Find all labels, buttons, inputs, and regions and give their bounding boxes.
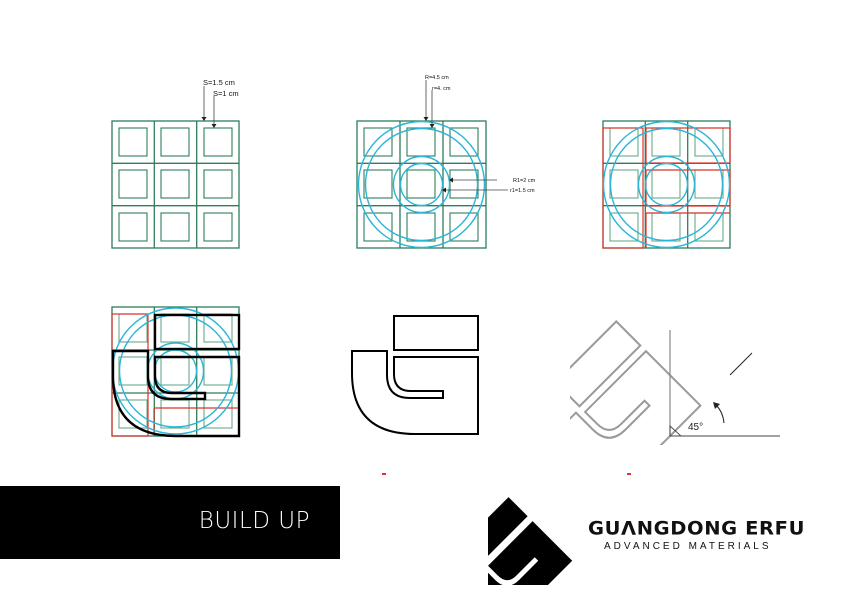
panel-red-guides bbox=[602, 120, 731, 249]
panel-circles: R=4.5 cm r=4. cm R1=2 cm r1=1.5 cm bbox=[356, 75, 536, 249]
brand-logo-icon bbox=[488, 497, 573, 585]
crop-mark-left bbox=[382, 473, 386, 475]
annotation-r1-inner: r1=1.5 cm bbox=[510, 188, 535, 194]
annotation-r-inner: r=4. cm bbox=[432, 86, 451, 92]
panel-final-outline bbox=[351, 315, 479, 435]
annotation-s-inner: S=1 cm bbox=[213, 89, 239, 98]
build-up-banner: BUILD UP bbox=[0, 486, 340, 559]
panel-rotation-45: 45° bbox=[570, 320, 780, 445]
panel-outline-overlay bbox=[111, 306, 241, 438]
annotation-s-outer: S=1.5 cm bbox=[203, 78, 235, 87]
panel-square-grid: S=1.5 cm S=1 cm bbox=[111, 78, 240, 249]
banner-label: BUILD UP bbox=[198, 508, 310, 534]
crop-mark-right bbox=[627, 473, 631, 475]
annotation-r-outer: R=4.5 cm bbox=[425, 75, 449, 81]
brand-subtitle: ADVANCED MATERIALS bbox=[604, 541, 772, 552]
annotation-r1: R1=2 cm bbox=[513, 178, 536, 184]
angle-label: 45° bbox=[688, 422, 703, 433]
brand-name: GUΛNGDONG ERFU bbox=[588, 517, 806, 540]
